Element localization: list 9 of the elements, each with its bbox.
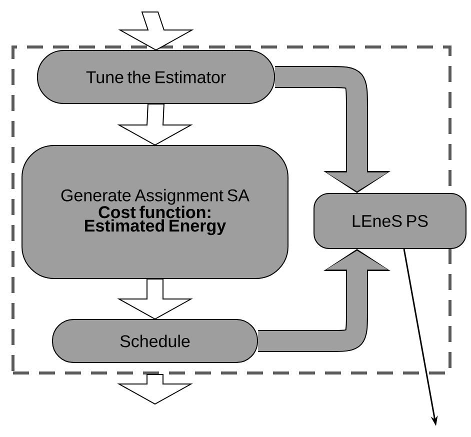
dashed-frame <box>12 46 452 374</box>
process-box: LEneS PS <box>314 193 466 249</box>
process-box: Tune the Estimator <box>37 50 275 104</box>
process-box: Generate Assignment SA Cost function: Estimated Energy <box>22 145 288 279</box>
block-arrow <box>117 278 193 320</box>
block-arrow <box>117 104 193 146</box>
process-box: Schedule <box>52 319 258 363</box>
block-arrow <box>117 374 193 405</box>
block-arrow <box>118 12 194 51</box>
